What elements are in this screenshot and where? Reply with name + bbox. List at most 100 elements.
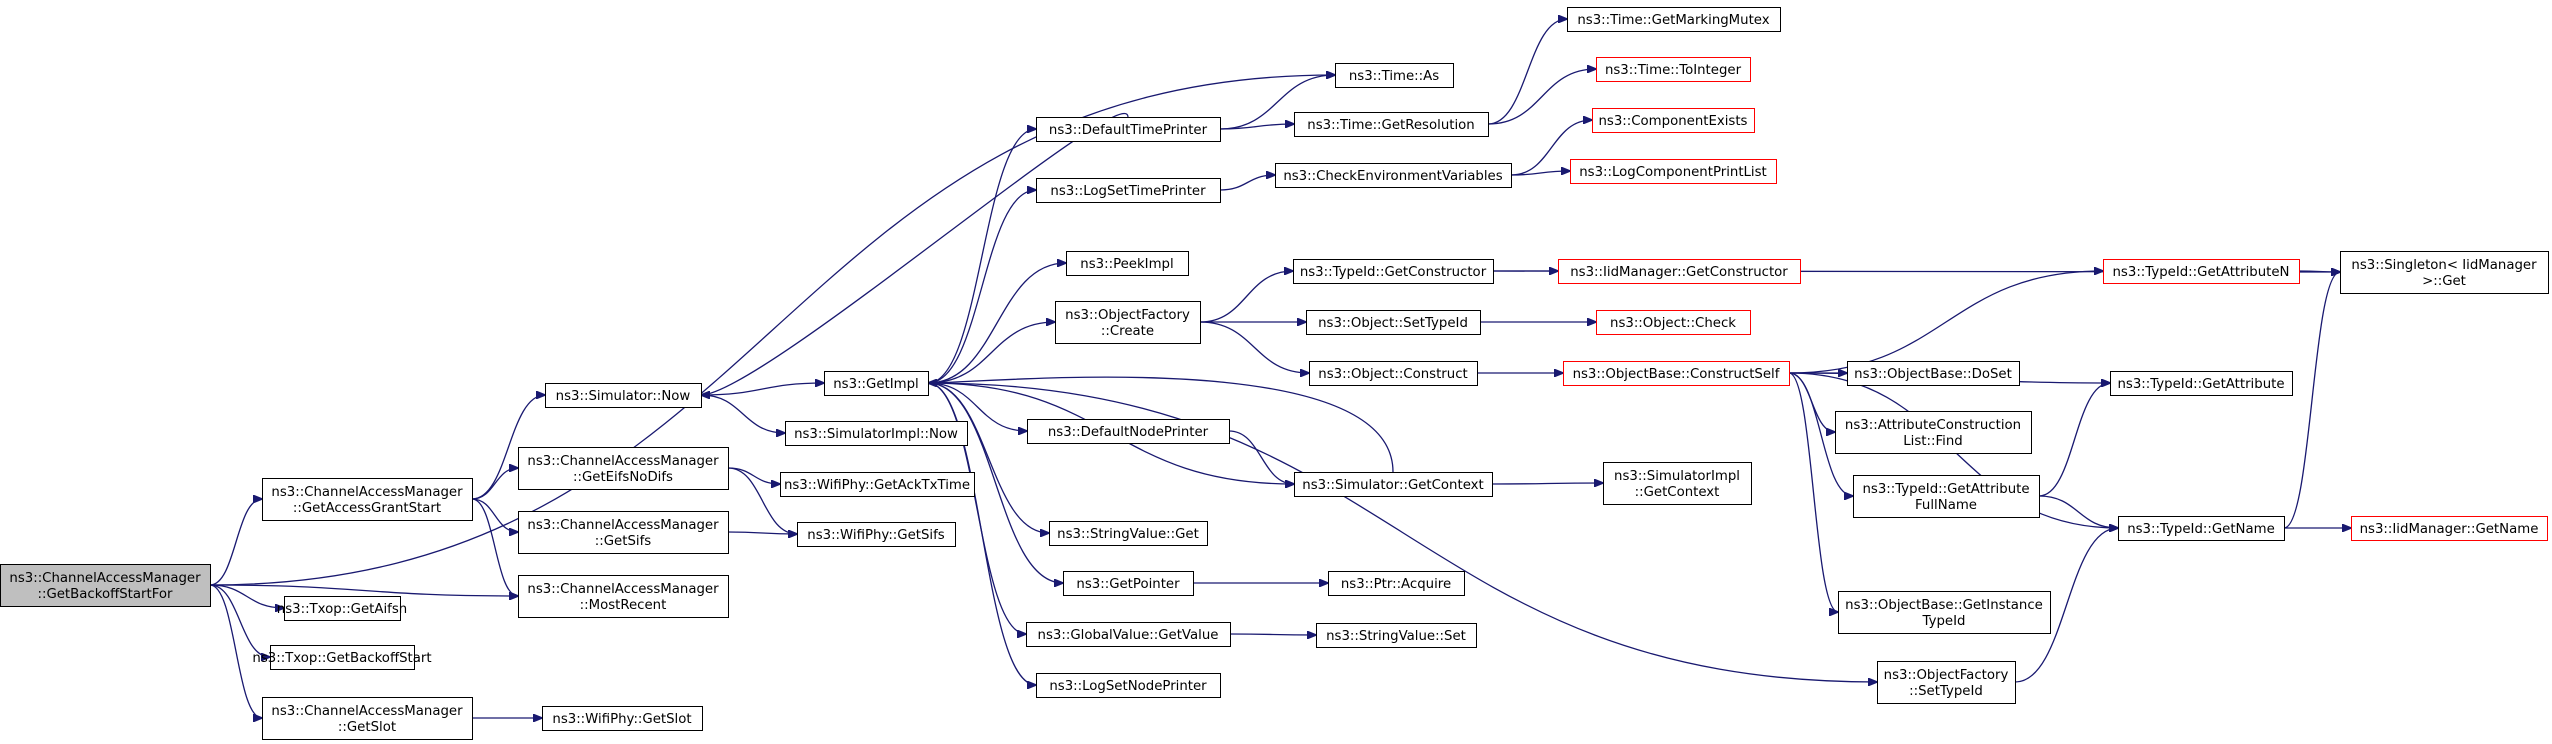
edge-type-id-get-attr-full-name-to-type-id-get-attr [2038, 383, 2110, 497]
edge-path [471, 395, 545, 500]
node-box [2118, 516, 2285, 541]
edge-path [1199, 271, 1293, 323]
node-log-comp-print-list[interactable]: ns3::LogComponentPrintList [1570, 159, 1777, 184]
node-label: ns3::ComponentExists [1598, 114, 1747, 129]
node-txop-get-aifsn[interactable]: ns3::Txop::GetAifsn [277, 596, 407, 621]
node-def-node-printer[interactable]: ns3::DefaultNodePrinter [1027, 419, 1230, 444]
node-obj-factory-set-type-id[interactable]: ns3::ObjectFactory::SetTypeId [1877, 661, 2016, 704]
node-root[interactable]: ns3::ChannelAccessManager::GetBackoffSta… [0, 564, 211, 607]
node-obj-construct[interactable]: ns3::Object::Construct [1309, 361, 1478, 386]
node-type-id-get-attr-n[interactable]: ns3::TypeId::GetAttributeN [2103, 259, 2300, 284]
node-peek-impl[interactable]: ns3::PeekImpl [1066, 251, 1189, 276]
node-string-value-get[interactable]: ns3::StringValue::Get [1049, 521, 1208, 546]
node-box [0, 564, 211, 607]
node-label: ns3::ChannelAccessManager [527, 582, 719, 597]
node-label: ns3::ObjectBase::GetInstance [1845, 598, 2043, 613]
node-component-exists[interactable]: ns3::ComponentExists [1592, 108, 1755, 133]
node-box [284, 596, 401, 621]
node-box [1026, 622, 1231, 647]
node-check-env[interactable]: ns3::CheckEnvironmentVariables [1275, 163, 1512, 188]
node-time-as[interactable]: ns3::Time::As [1335, 63, 1454, 88]
node-box [545, 383, 702, 408]
node-obj-base-construct-self[interactable]: ns3::ObjectBase::ConstructSelf [1563, 361, 1790, 386]
node-label: ::MostRecent [580, 598, 667, 613]
node-sim-get-context[interactable]: ns3::Simulator::GetContext [1294, 472, 1493, 497]
node-type-id-get-attr[interactable]: ns3::TypeId::GetAttribute [2110, 371, 2293, 396]
node-string-value-set[interactable]: ns3::StringValue::Set [1316, 623, 1477, 648]
node-cam-get-slot[interactable]: ns3::ChannelAccessManager::GetSlot [262, 697, 473, 740]
edge-obj-base-construct-self-to-type-id-get-attr-full-name [1788, 372, 1853, 496]
node-box [1877, 661, 2016, 704]
edge-sim-get-context-to-sim-impl-get-context [1491, 483, 1603, 484]
node-box [824, 371, 929, 396]
node-label: ns3::Ptr::Acquire [1341, 577, 1451, 592]
node-label: ns3::Time::GetResolution [1307, 118, 1474, 133]
node-label: ns3::WifiPhy::GetAckTxTime [784, 478, 970, 493]
node-def-time-printer[interactable]: ns3::DefaultTimePrinter [1036, 117, 1221, 142]
node-obj-factory-create[interactable]: ns3::ObjectFactory::Create [1055, 301, 1201, 344]
node-label: ns3::CheckEnvironmentVariables [1283, 169, 1502, 184]
node-wifi-get-ack-tx[interactable]: ns3::WifiPhy::GetAckTxTime [780, 472, 975, 497]
node-label: ns3::TypeId::GetName [2127, 522, 2275, 537]
node-iid-get-ctor[interactable]: ns3::IidManager::GetConstructor [1558, 259, 1801, 284]
node-label: ns3::PeekImpl [1080, 257, 1173, 272]
edge-path [2038, 495, 2118, 528]
node-singleton-get[interactable]: ns3::Singleton< IidManager >::Get [2340, 251, 2549, 294]
node-time-get-resolution[interactable]: ns3::Time::GetResolution [1294, 112, 1489, 137]
node-label: ns3::Simulator::GetContext [1302, 478, 1483, 493]
node-sim-now[interactable]: ns3::Simulator::Now [545, 383, 702, 408]
node-box [1596, 57, 1751, 82]
node-box [262, 478, 473, 521]
node-wifi-get-slot[interactable]: ns3::WifiPhy::GetSlot [542, 706, 703, 731]
node-sim-impl-get-context[interactable]: ns3::SimulatorImpl::GetContext [1603, 462, 1752, 505]
edge-path [2038, 383, 2110, 497]
edge-path [471, 498, 518, 596]
edge-path [700, 394, 785, 433]
node-get-impl[interactable]: ns3::GetImpl [824, 371, 929, 396]
node-label: ns3::ChannelAccessManager [271, 704, 463, 719]
node-time-get-marking[interactable]: ns3::Time::GetMarkingMutex [1567, 7, 1781, 32]
node-obj-set-type-id[interactable]: ns3::Object::SetTypeId [1306, 310, 1481, 335]
node-label: ns3::GlobalValue::GetValue [1038, 628, 1219, 643]
node-time-to-integer[interactable]: ns3::Time::ToInteger [1596, 57, 1751, 82]
node-label: ns3::GetImpl [833, 377, 918, 392]
edge-path [209, 499, 262, 586]
edge-path [209, 584, 270, 657]
node-get-pointer[interactable]: ns3::GetPointer [1063, 571, 1194, 596]
node-wifi-get-sifs[interactable]: ns3::WifiPhy::GetSifs [797, 522, 956, 547]
node-label: TypeId [1922, 614, 1966, 629]
node-global-value-get-value[interactable]: ns3::GlobalValue::GetValue [1026, 622, 1231, 647]
node-obj-base-do-set[interactable]: ns3::ObjectBase::DoSet [1847, 361, 2020, 386]
edge-path [927, 190, 1036, 384]
edge-path [471, 468, 518, 500]
node-txop-get-backoff-start[interactable]: ns3::Txop::GetBackoffStart [252, 645, 432, 670]
node-box [1294, 112, 1489, 137]
node-log-set-time-printer[interactable]: ns3::LogSetTimePrinter [1036, 178, 1221, 203]
node-iid-get-name[interactable]: ns3::IidManager::GetName [2351, 516, 2548, 541]
node-obj-check[interactable]: ns3::Object::Check [1596, 310, 1751, 335]
node-log-set-node-printer[interactable]: ns3::LogSetNodePrinter [1036, 673, 1221, 698]
edge-type-id-get-attr-full-name-to-type-id-get-name [2038, 495, 2118, 528]
node-cam-most-recent[interactable]: ns3::ChannelAccessManager::MostRecent [518, 575, 729, 618]
node-label: ns3::ObjectFactory [1065, 308, 1190, 323]
node-label: ns3::Object::Construct [1318, 367, 1467, 382]
node-box [1567, 7, 1781, 32]
node-box [1558, 259, 1801, 284]
node-cam-get-sifs[interactable]: ns3::ChannelAccessManager::GetSifs [518, 511, 729, 554]
node-cam-get-access[interactable]: ns3::ChannelAccessManager::GetAccessGran… [262, 478, 473, 521]
node-label: ns3::Simulator::Now [556, 389, 691, 404]
edge-path [1510, 171, 1570, 176]
node-box [2103, 259, 2300, 284]
node-type-id-get-ctor[interactable]: ns3::TypeId::GetConstructor [1293, 259, 1494, 284]
node-label: ::GetSifs [595, 534, 651, 549]
node-type-id-get-name[interactable]: ns3::TypeId::GetName [2118, 516, 2285, 541]
edge-get-impl-to-log-set-node-printer [927, 382, 1036, 685]
node-cam-get-eifs[interactable]: ns3::ChannelAccessManager::GetEifsNoDifs [518, 447, 729, 490]
edge-path [927, 129, 1036, 384]
node-ptr-acquire[interactable]: ns3::Ptr::Acquire [1328, 571, 1465, 596]
node-sim-impl-now[interactable]: ns3::SimulatorImpl::Now [785, 421, 968, 446]
